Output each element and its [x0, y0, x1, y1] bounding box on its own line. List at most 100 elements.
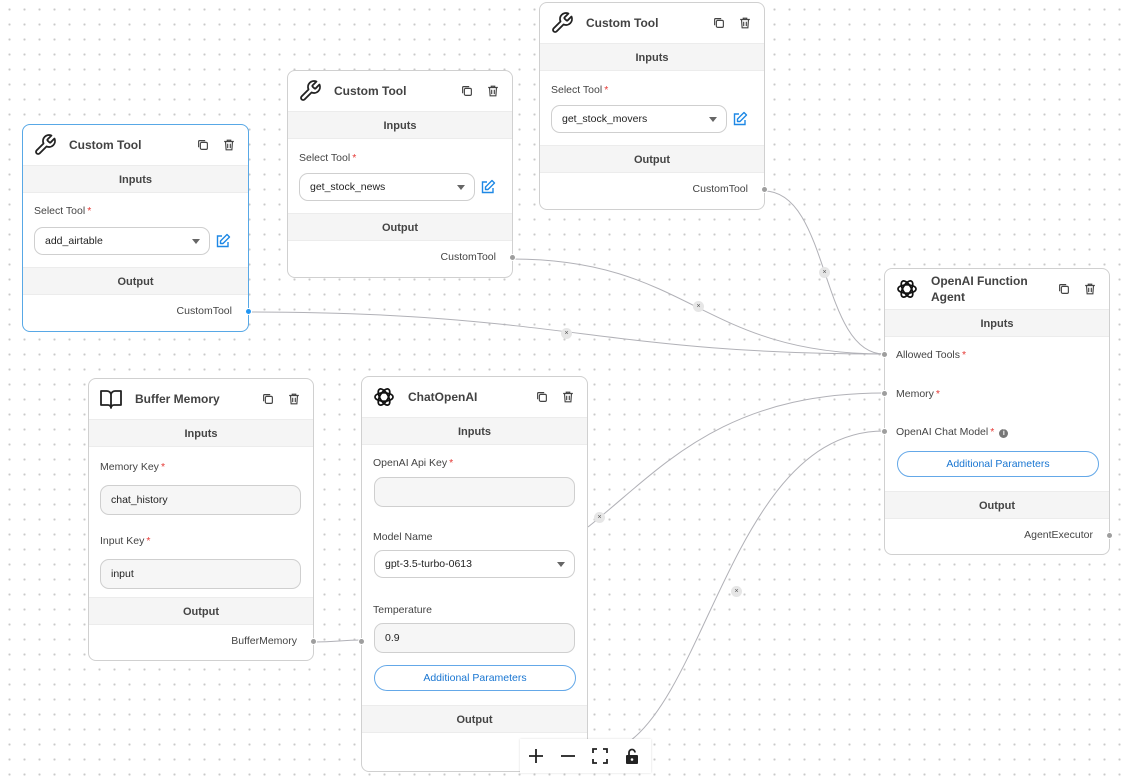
zoom-in-icon[interactable] — [520, 740, 552, 772]
output-handle[interactable] — [245, 308, 252, 315]
output-label: CustomTool — [176, 305, 232, 317]
wrench-icon — [550, 11, 574, 35]
output-label: BufferMemory — [231, 635, 297, 647]
required-mark: * — [990, 426, 995, 438]
memory-label: Memory — [896, 388, 934, 400]
delete-edge-button[interactable]: × — [594, 512, 605, 523]
delete-edge-button[interactable]: × — [693, 301, 704, 312]
inputs-header: Inputs — [89, 419, 313, 447]
required-mark: * — [449, 457, 454, 469]
copy-icon[interactable] — [533, 388, 551, 406]
info-icon[interactable]: i — [999, 429, 1009, 438]
copy-icon[interactable] — [259, 390, 277, 408]
edit-icon[interactable] — [480, 179, 496, 195]
zoom-out-icon[interactable] — [552, 740, 584, 772]
openai-function-agent-node[interactable]: OpenAI Function Agent Inputs Allowed Too… — [881, 268, 1113, 555]
additional-parameters-button[interactable]: Additional Parameters — [374, 665, 576, 691]
edit-icon[interactable] — [732, 111, 748, 127]
trash-icon[interactable] — [484, 82, 502, 100]
lock-icon[interactable] — [616, 740, 648, 772]
model-select-value: gpt-3.5-turbo-0613 — [385, 558, 472, 570]
copy-icon[interactable] — [710, 14, 728, 32]
tool-select-value: add_airtable — [45, 235, 103, 247]
api-key-label: OpenAI Api Key — [373, 457, 448, 469]
input-key-label: Input Key — [100, 535, 145, 547]
chevron-down-icon — [557, 562, 565, 567]
wrench-icon — [33, 133, 57, 157]
chat-model-label: OpenAI Chat Model — [896, 426, 989, 438]
book-icon — [99, 387, 123, 411]
output-header: Output — [362, 705, 587, 733]
required-mark: * — [352, 152, 357, 164]
required-mark: * — [160, 461, 166, 473]
tool-select-value: get_stock_news — [310, 181, 386, 193]
edge-chat-agent-model — [629, 430, 885, 742]
delete-edge-button[interactable]: × — [561, 328, 572, 339]
inputs-header: Inputs — [540, 43, 764, 71]
additional-parameters-button[interactable]: Additional Parameters — [897, 451, 1099, 477]
node-title: Buffer Memory — [135, 392, 220, 406]
select-tool-label: Select Tool — [299, 152, 351, 164]
temperature-label: Temperature — [373, 604, 432, 616]
fit-view-icon[interactable] — [584, 740, 616, 772]
trash-icon[interactable] — [736, 14, 754, 32]
node-header[interactable]: OpenAI Function Agent — [885, 269, 1109, 309]
api-key-input[interactable] — [374, 477, 575, 507]
chevron-down-icon — [192, 239, 200, 244]
memory-handle[interactable] — [881, 390, 888, 397]
output-header: Output — [540, 145, 764, 173]
required-mark: * — [962, 349, 967, 361]
input-handle[interactable] — [358, 638, 365, 645]
trash-icon[interactable] — [559, 388, 577, 406]
output-handle[interactable] — [310, 638, 317, 645]
node-title: Custom Tool — [69, 138, 142, 152]
copy-icon[interactable] — [1055, 280, 1073, 298]
node-header[interactable]: Buffer Memory — [89, 379, 313, 419]
chevron-down-icon — [709, 117, 717, 122]
required-mark: * — [146, 535, 151, 547]
trash-icon[interactable] — [285, 390, 303, 408]
tool-select[interactable]: get_stock_news — [299, 173, 475, 201]
delete-edge-button[interactable]: × — [731, 586, 742, 597]
node-header[interactable]: Custom Tool — [23, 125, 248, 165]
tool-select-value: get_stock_movers — [562, 113, 648, 125]
output-label: CustomTool — [440, 251, 496, 263]
node-header[interactable]: ChatOpenAI — [362, 377, 587, 417]
output-header: Output — [885, 491, 1109, 519]
custom-tool-node[interactable]: Custom Tool Inputs Select Tool* get_stoc… — [287, 70, 516, 278]
output-label: AgentExecutor — [1024, 529, 1093, 541]
output-header: Output — [23, 267, 248, 295]
model-select[interactable]: gpt-3.5-turbo-0613 — [374, 550, 575, 578]
chat-openai-node[interactable]: ChatOpenAI Inputs OpenAI Api Key* Model … — [358, 376, 588, 772]
openai-logo-icon — [895, 277, 919, 301]
custom-tool-node[interactable]: Custom Tool Inputs Select Tool* get_stoc… — [539, 2, 768, 210]
required-mark: * — [935, 388, 941, 400]
edit-icon[interactable] — [215, 233, 231, 249]
chat-model-handle[interactable] — [881, 428, 888, 435]
output-handle[interactable] — [761, 186, 768, 193]
openai-logo-icon — [372, 385, 396, 409]
trash-icon[interactable] — [1081, 280, 1099, 298]
tool-select[interactable]: add_airtable — [34, 227, 210, 255]
tool-select[interactable]: get_stock_movers — [551, 105, 727, 133]
trash-icon[interactable] — [220, 136, 238, 154]
node-header[interactable]: Custom Tool — [288, 71, 512, 111]
model-name-label: Model Name — [373, 531, 433, 543]
copy-icon[interactable] — [194, 136, 212, 154]
allowed-tools-handle[interactable] — [881, 351, 888, 358]
input-key-input[interactable] — [100, 559, 301, 589]
node-header[interactable]: Custom Tool — [540, 3, 764, 43]
output-handle[interactable] — [509, 254, 516, 261]
output-handle[interactable] — [1106, 532, 1113, 539]
copy-icon[interactable] — [458, 82, 476, 100]
chevron-down-icon — [457, 185, 465, 190]
buffer-memory-node[interactable]: Buffer Memory Inputs Memory Key* Input K… — [88, 378, 317, 661]
canvas-controls — [520, 739, 651, 773]
required-mark: * — [87, 205, 92, 217]
delete-edge-button[interactable]: × — [819, 267, 830, 278]
custom-tool-node[interactable]: Custom Tool Inputs Select Tool* add_airt… — [22, 124, 252, 332]
memory-key-input[interactable] — [100, 485, 301, 515]
node-title: Custom Tool — [334, 84, 407, 98]
allowed-tools-label: Allowed Tools — [896, 349, 961, 361]
temperature-input[interactable] — [374, 623, 575, 653]
